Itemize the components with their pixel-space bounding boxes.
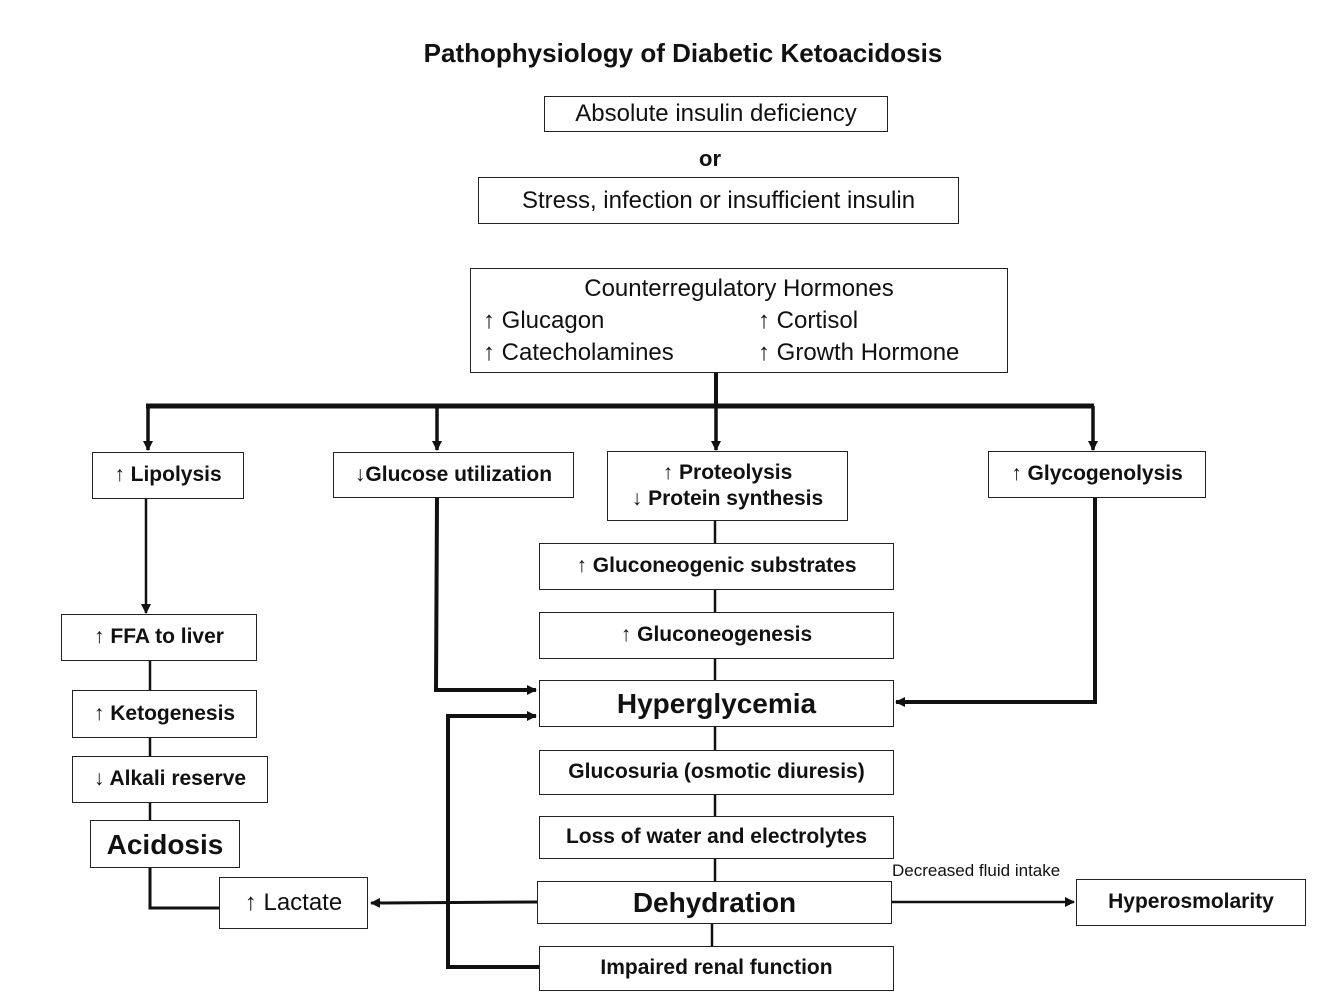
link-acidosis-lactate (148, 867, 219, 910)
ketogenesis-box: ↑ Ketogenesis (72, 690, 257, 738)
hormones-heading: Counterregulatory Hormones (584, 275, 894, 302)
glycogenolysis-box: ↑ Glycogenolysis (988, 451, 1206, 498)
hyperglycemia-box: Hyperglycemia (539, 680, 894, 727)
or-connector: or (699, 146, 721, 171)
proteolysis-label: ↑ Proteolysis (662, 460, 793, 484)
counterregulatory-hormones-box: Counterregulatory Hormones ↑ Glucagon ↑ … (470, 268, 1008, 373)
lipolysis-box: ↑ Lipolysis (92, 452, 244, 499)
arrow-dehydration-to-lactate (370, 897, 539, 908)
lactate-box: ↑ Lactate (219, 877, 368, 929)
water-electrolyte-loss-box: Loss of water and electrolytes (539, 816, 894, 859)
page-title: Pathophysiology of Diabetic Ketoacidosis (423, 38, 943, 68)
impaired-renal-function-box: Impaired renal function (539, 946, 894, 991)
gluconeogenic-substrates-box: ↑ Gluconeogenic substrates (539, 543, 894, 590)
arrow-glucose-utilization-to-hyperglycemia (433, 497, 537, 695)
dehydration-box: Dehydration (537, 881, 892, 924)
decreased-fluid-intake-label: Decreased fluid intake (892, 861, 1061, 880)
trigger-stress-infection: Stress, infection or insufficient insuli… (478, 177, 959, 224)
hormone-glucagon: ↑ Glucagon (483, 307, 605, 334)
alkali-reserve-box: ↓ Alkali reserve (72, 756, 268, 803)
arrow-renal-to-hyperglycemia (446, 711, 540, 969)
proteolysis-box: ↑ Proteolysis ↓ Protein synthesis (607, 451, 848, 521)
acidosis-box: Acidosis (90, 820, 240, 868)
arrow-glycogenolysis-to-hyperglycemia (895, 498, 1097, 707)
glucose-utilization-box: ↓Glucose utilization (333, 452, 574, 498)
glucosuria-box: Glucosuria (osmotic diuresis) (539, 750, 894, 795)
gluconeogenesis-box: ↑ Gluconeogenesis (539, 612, 894, 659)
hormone-growth-hormone: ↑ Growth Hormone (758, 339, 960, 366)
hyperosmolarity-box: Hyperosmolarity (1076, 879, 1306, 926)
hormone-catecholamines: ↑ Catecholamines (483, 339, 674, 366)
protein-synthesis-label: ↓ Protein synthesis (631, 487, 824, 510)
ffa-to-liver-box: ↑ FFA to liver (61, 614, 257, 661)
hormone-cortisol: ↑ Cortisol (758, 307, 859, 334)
trigger-insulin-deficiency: Absolute insulin deficiency (544, 96, 888, 132)
